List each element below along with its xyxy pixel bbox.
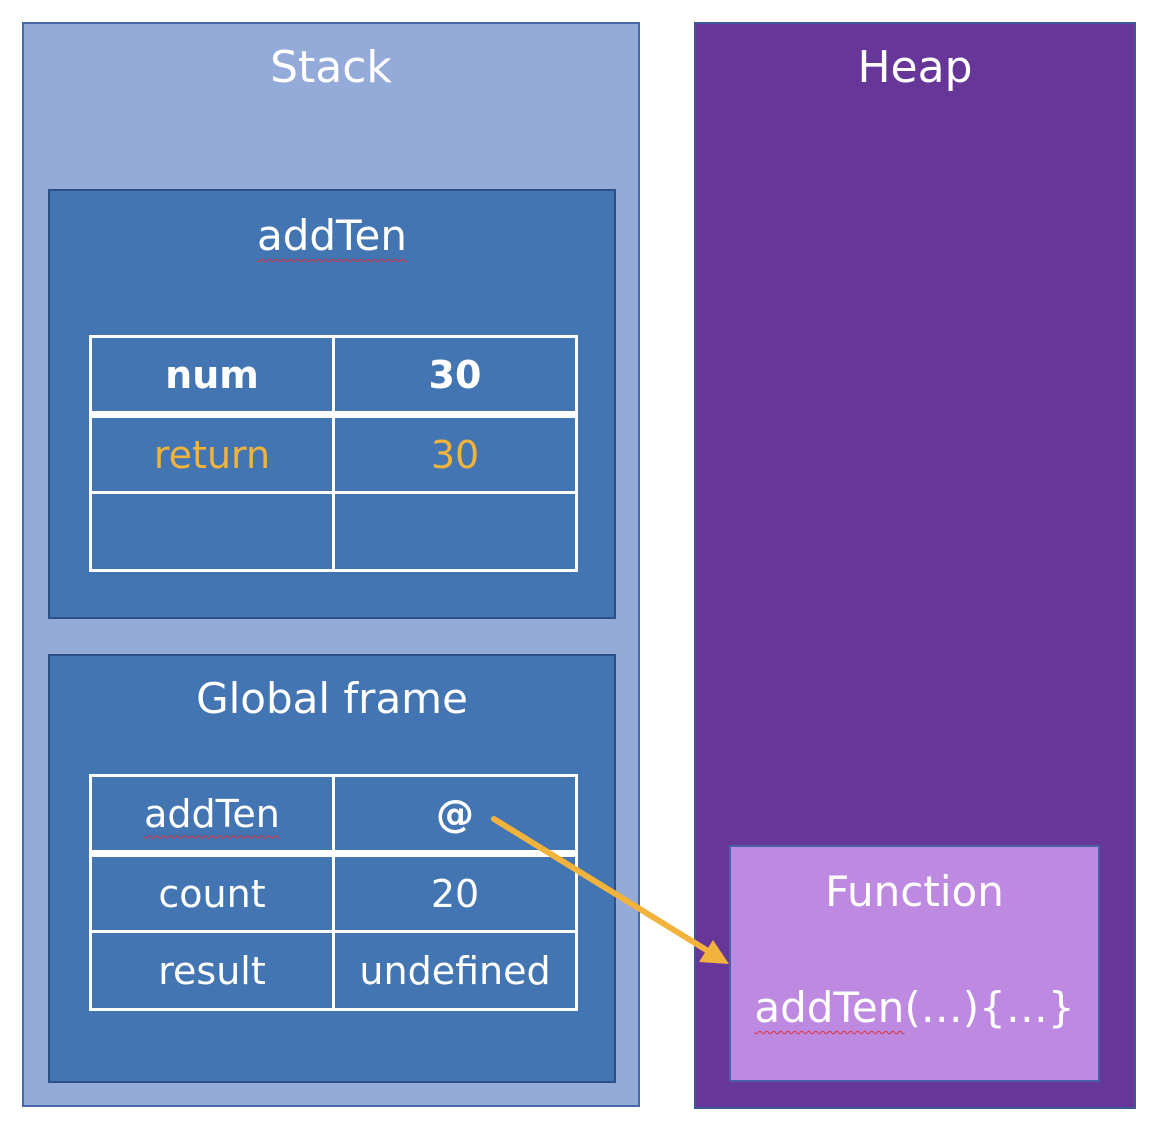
function-object: Function addTen(…){…} xyxy=(729,845,1100,1082)
global-variables-table: addTen @ count 20 result undefined xyxy=(89,774,578,1011)
addten-variables-table: num 30 return 30 xyxy=(89,335,578,572)
variable-name-count: count xyxy=(89,852,335,933)
variable-value-empty xyxy=(332,491,578,572)
variable-name-empty xyxy=(89,491,335,572)
variable-value-count: 20 xyxy=(332,852,578,933)
global-frame-title: Global frame xyxy=(196,674,468,723)
table-row: count 20 xyxy=(89,852,578,933)
global-frame: Global frame addTen @ count 20 result un… xyxy=(48,654,616,1083)
addten-frame: addTen num 30 return 30 xyxy=(48,189,616,619)
stack-title: Stack xyxy=(270,42,392,93)
heap-title: Heap xyxy=(857,42,973,93)
function-object-signature-rest: (…){…} xyxy=(904,983,1075,1032)
variable-value-num: 30 xyxy=(332,335,578,418)
table-row: addTen @ xyxy=(89,774,578,857)
addten-frame-title-text: addTen xyxy=(256,211,408,260)
variable-name-addten-text: addTen xyxy=(144,791,280,836)
table-row: result undefined xyxy=(89,930,578,1011)
variable-name-return: return xyxy=(89,413,335,494)
function-object-signature: addTen(…){…} xyxy=(731,987,1098,1029)
variable-value-result: undefined xyxy=(332,930,578,1011)
variable-value-addten-reference: @ xyxy=(332,774,578,857)
variable-name-addten: addTen xyxy=(89,774,335,857)
addten-frame-title: addTen xyxy=(50,215,614,257)
table-row: return 30 xyxy=(89,413,578,494)
variable-value-return: 30 xyxy=(332,413,578,494)
variable-name-result: result xyxy=(89,930,335,1011)
function-object-signature-name: addTen xyxy=(754,983,905,1032)
table-row: num 30 xyxy=(89,335,578,418)
table-row xyxy=(89,491,578,572)
function-object-type: Function xyxy=(825,867,1004,916)
variable-name-num: num xyxy=(89,335,335,418)
